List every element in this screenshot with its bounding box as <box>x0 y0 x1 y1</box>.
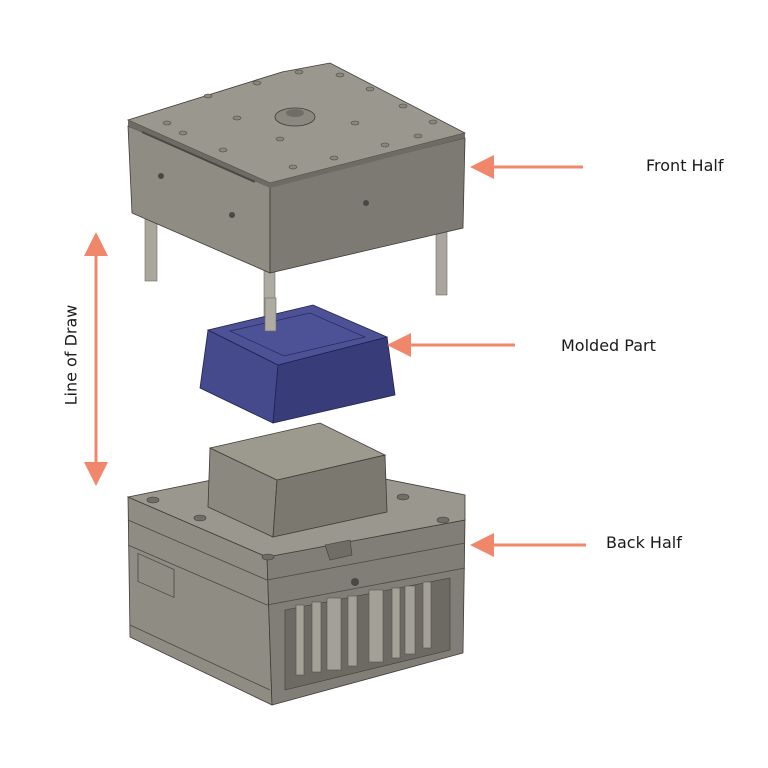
molded-part-label: Molded Part <box>561 336 656 355</box>
support-pillars <box>295 581 432 676</box>
core <box>207 422 388 538</box>
back-half-label: Back Half <box>606 533 682 552</box>
front-half-label: Front Half <box>646 156 724 175</box>
molded-part <box>199 297 396 424</box>
bolt-holes <box>162 69 438 170</box>
back-half <box>126 422 466 706</box>
front-half <box>126 62 467 332</box>
line-of-draw-label: Line of Draw <box>61 304 81 406</box>
